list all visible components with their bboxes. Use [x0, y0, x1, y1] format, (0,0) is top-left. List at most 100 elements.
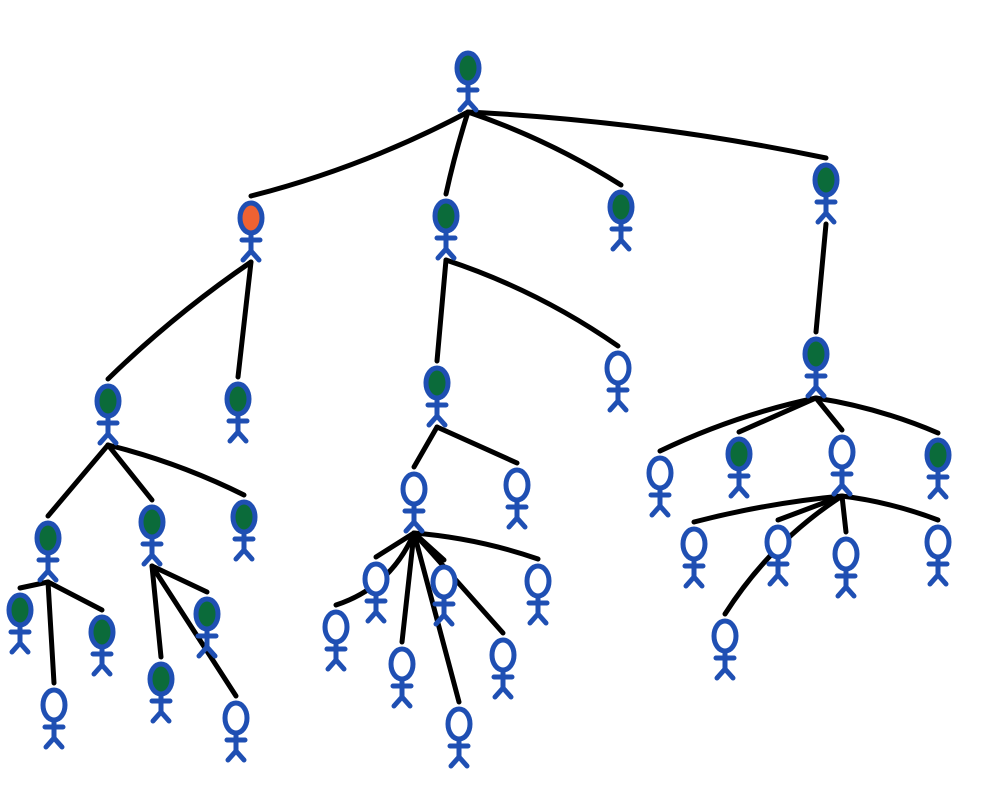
- edge-a-a2: [235, 259, 254, 380]
- edge-a1a-a1a1: [17, 579, 51, 591]
- person-d1c3: [832, 536, 860, 599]
- edge-d1-d1a: [657, 395, 819, 454]
- person-d1c1: [680, 526, 708, 589]
- person-head: [802, 336, 830, 372]
- person-body: [727, 466, 751, 499]
- person-a1b: [138, 504, 166, 567]
- person-body: [425, 395, 449, 428]
- person-head: [322, 609, 350, 645]
- person-a1c: [230, 499, 258, 562]
- person-a1a: [34, 520, 62, 583]
- person-d1a: [646, 455, 674, 518]
- person-d: [812, 162, 840, 225]
- person-body: [390, 676, 414, 709]
- person-head: [646, 455, 674, 491]
- person-a1a1: [6, 592, 34, 655]
- person-head: [607, 189, 635, 225]
- person-a1b1: [193, 596, 221, 659]
- person-body: [834, 566, 858, 599]
- person-body: [713, 648, 737, 681]
- person-d1b: [725, 436, 753, 499]
- person-body: [8, 622, 32, 655]
- person-head: [430, 564, 458, 600]
- edges-layer: [17, 109, 941, 705]
- person-head: [34, 520, 62, 556]
- edge-a1-a1a: [45, 442, 111, 519]
- person-d1d: [924, 437, 952, 500]
- person-body: [324, 639, 348, 672]
- person-head: [94, 383, 122, 419]
- person-body: [140, 534, 164, 567]
- edge-d1-d1b: [736, 395, 819, 435]
- person-head: [832, 536, 860, 572]
- edge-b1a-b1a5: [411, 530, 506, 636]
- edge-a1a-a1a2: [45, 579, 105, 613]
- edge-root-a: [248, 109, 471, 199]
- edge-b-b2: [443, 257, 621, 349]
- person-body: [90, 644, 114, 677]
- person-body: [926, 554, 950, 587]
- person-a1b2: [147, 661, 175, 724]
- person-head: [725, 436, 753, 472]
- edge-a1-a1b: [105, 442, 155, 503]
- person-a: [237, 200, 265, 263]
- person-head: [224, 381, 252, 417]
- person-head: [400, 471, 428, 507]
- edge-root-b: [443, 109, 471, 197]
- person-b1a4: [322, 609, 350, 672]
- person-body: [682, 556, 706, 589]
- person-d1c4: [924, 524, 952, 587]
- person-head: [604, 350, 632, 386]
- person-body: [814, 192, 838, 225]
- person-head: [764, 524, 792, 560]
- person-head: [924, 437, 952, 473]
- person-head: [40, 687, 68, 723]
- person-a1: [94, 383, 122, 446]
- person-d1c5: [711, 618, 739, 681]
- person-a1b3: [222, 700, 250, 763]
- edge-a1-a1c: [105, 442, 247, 498]
- person-head: [237, 200, 265, 236]
- person-b1a3: [524, 563, 552, 626]
- edge-b-b1: [434, 257, 449, 364]
- person-head: [924, 524, 952, 560]
- person-body: [364, 591, 388, 624]
- edge-d-d1: [813, 221, 829, 335]
- person-b1a6: [388, 646, 416, 709]
- edge-b1-b1b: [434, 424, 520, 466]
- person-body: [804, 366, 828, 399]
- person-c: [607, 189, 635, 252]
- person-body: [224, 730, 248, 763]
- person-d1c2: [764, 524, 792, 587]
- person-d1c: [828, 434, 856, 497]
- person-head: [445, 706, 473, 742]
- person-b1: [423, 365, 451, 428]
- edge-d1c-d1c3: [839, 493, 849, 535]
- person-head: [524, 563, 552, 599]
- edge-a1b-a1b1: [149, 563, 210, 595]
- edge-b1-b1a: [411, 424, 440, 470]
- person-body: [42, 717, 66, 750]
- person-head: [388, 646, 416, 682]
- person-head: [454, 50, 482, 86]
- person-body: [505, 497, 529, 530]
- edge-b1a-b1a7: [411, 530, 462, 705]
- person-head: [489, 637, 517, 673]
- person-head: [230, 499, 258, 535]
- edge-a-a1: [105, 259, 254, 382]
- person-b: [432, 198, 460, 261]
- edge-root-c: [465, 109, 624, 188]
- person-b2: [604, 350, 632, 413]
- person-head: [138, 504, 166, 540]
- person-b1a7: [445, 706, 473, 769]
- edge-a1b-a1b2: [149, 563, 164, 660]
- edge-a1a-a1a3: [45, 579, 57, 686]
- person-head: [432, 198, 460, 234]
- person-head: [6, 592, 34, 628]
- person-head: [828, 434, 856, 470]
- person-b1a: [400, 471, 428, 534]
- person-body: [239, 230, 263, 263]
- person-body: [491, 667, 515, 700]
- person-body: [606, 380, 630, 413]
